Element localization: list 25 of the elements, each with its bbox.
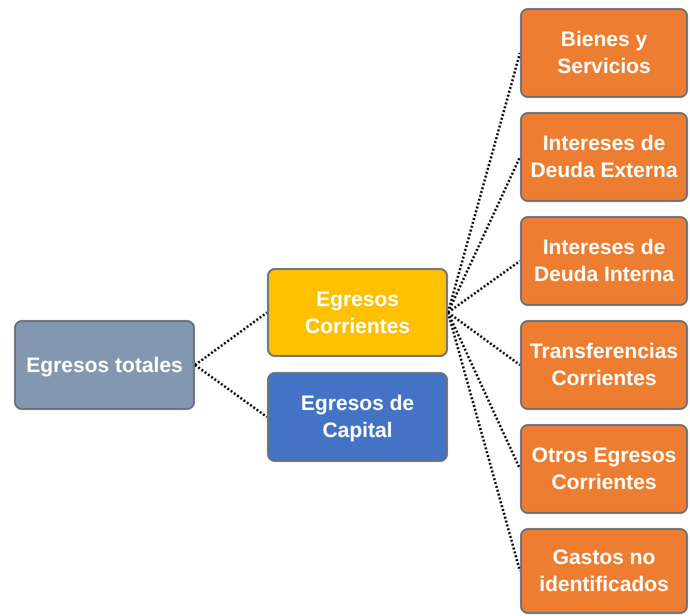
category-label: Otros Egresos Corrientes [530, 443, 678, 496]
category-label: Egresos de Capital [300, 391, 416, 444]
dotted-connector [446, 312, 522, 470]
category-box [520, 320, 688, 410]
category-box [520, 8, 688, 98]
category-label: Egresos Corrientes [304, 286, 412, 340]
category-box [14, 320, 195, 410]
category-box [267, 268, 448, 357]
dotted-connector [194, 364, 268, 418]
dotted-connector [447, 311, 521, 366]
dotted-connector [446, 156, 522, 314]
category-label: Gastos no identificados [538, 545, 670, 598]
category-box [267, 372, 448, 462]
category-box [520, 216, 688, 306]
category-box [520, 112, 688, 202]
category-label: Intereses de Deuda Externa [529, 131, 679, 184]
dotted-connector [194, 311, 268, 366]
category-label: Transferencias Corrientes [528, 339, 680, 392]
dotted-connector [447, 260, 521, 314]
category-label: Intereses de Deuda Interna [532, 235, 676, 288]
category-box [520, 424, 688, 514]
category-label: Bienes y Servicios [556, 27, 652, 80]
category-label: Egresos totales [25, 352, 184, 378]
category-box [520, 528, 688, 614]
dotted-connector [446, 312, 522, 572]
